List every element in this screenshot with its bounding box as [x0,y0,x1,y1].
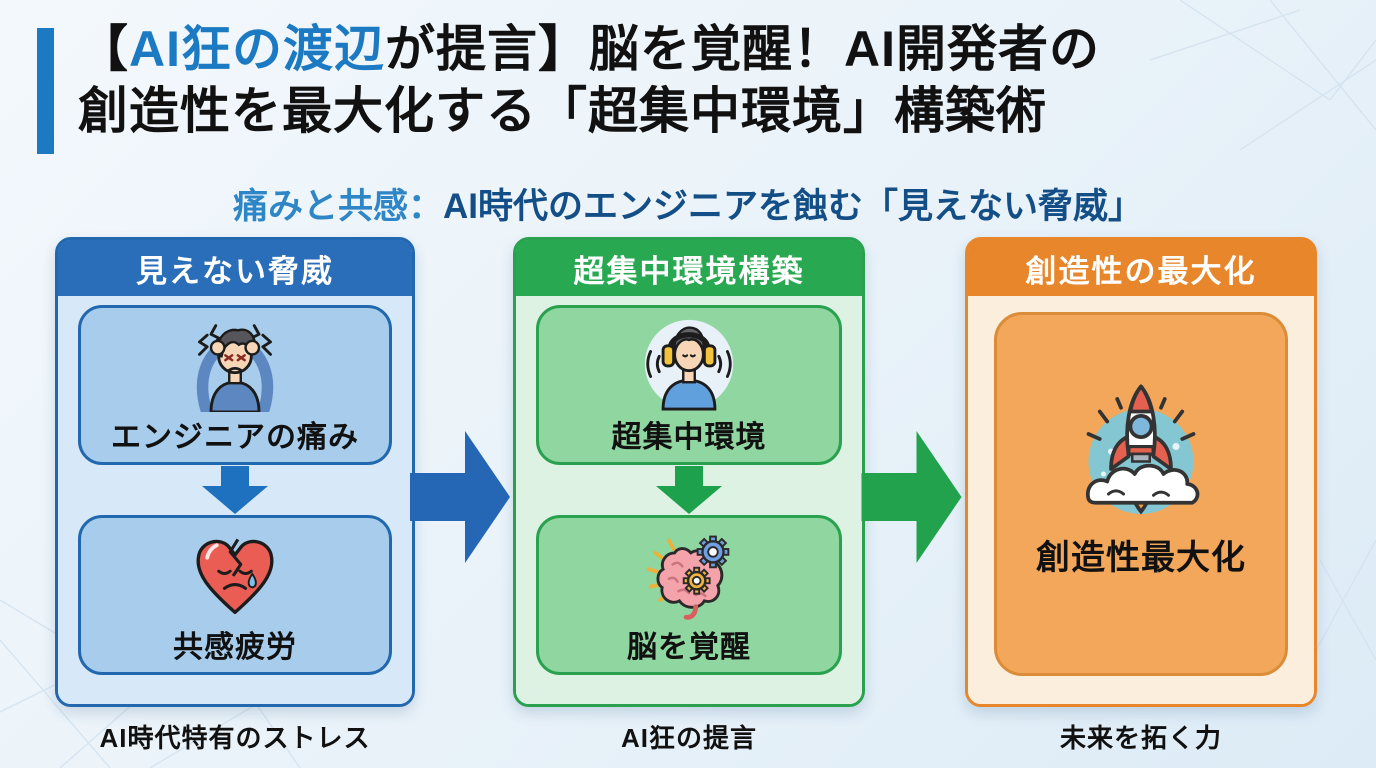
brain-gears-icon [634,524,744,624]
column-header: 超集中環境構築 [516,240,862,296]
stressed-person-icon [179,314,291,414]
card-label: 超集中環境 [611,421,767,454]
card-inner: 創造性最大化 [1036,374,1246,579]
column-invisible-threat: 見えない脅威 [55,237,415,707]
arrow-focus-to-creativity [861,431,962,563]
subtitle-lead: 痛みと共感： [232,187,443,226]
column-header: 見えない脅威 [58,240,412,296]
down-arrow-icon [202,466,268,514]
card-label: 脳を覚醒 [627,631,751,664]
column-body: 超集中環境 [516,296,862,704]
column-creativity: 創造性の最大化 [965,237,1317,707]
card-focus-environment: 超集中環境 [536,305,842,465]
caption-future: 未来を拓く力 [1059,723,1222,753]
column-header: 創造性の最大化 [968,240,1314,296]
subtitle: 痛みと共感：AI時代のエンジニアを蝕む「見えない脅威」 [0,178,1376,229]
card-brain-awaken: 脳を覚醒 [536,515,842,675]
card-engineer-pain: エンジニアの痛み [78,305,392,465]
column-body: エンジニアの痛み 共感疲労 [58,296,412,704]
down-arrow-icon [656,466,722,514]
card-empathy-fatigue: 共感疲労 [78,515,392,675]
arrow-threat-to-focus [410,431,510,563]
column-body: 創造性最大化 [968,296,1314,704]
title-line2: 創造性を最大化する「超集中環境」構築術 [78,83,1047,139]
title-accent-bar [37,28,54,154]
headphones-person-icon [634,314,744,414]
rocket-icon [1066,374,1216,524]
card-label: エンジニアの痛み [111,421,359,454]
title-highlight: AI狂の渡辺 [129,21,385,77]
caption-stress: AI時代特有のストレス [99,723,371,753]
card-label: 共感疲労 [173,631,297,664]
card-creativity-max: 創造性最大化 [994,312,1288,676]
title-line1-rest: が提言】脳を覚醒！AI開発者の [385,21,1100,77]
card-label: 創造性最大化 [1036,538,1246,577]
subtitle-rest: AI時代のエンジニアを蝕む「見えない脅威」 [443,187,1144,226]
caption-proposal: AI狂の提言 [620,723,757,753]
page-title: 【AI狂の渡辺が提言】脳を覚醒！AI開発者の 創造性を最大化する「超集中環境」構… [78,18,1338,142]
column-hyper-focus: 超集中環境構築 [513,237,865,707]
broken-heart-icon [186,524,284,624]
title-open-bracket: 【 [78,21,129,77]
